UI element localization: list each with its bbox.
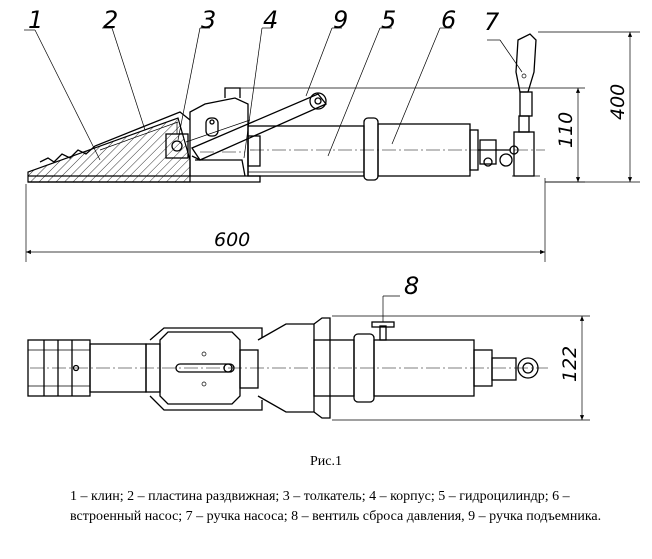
dimension-height-body-text: 110	[555, 112, 577, 148]
top-view	[27, 295, 548, 419]
label-1: 1	[28, 6, 43, 34]
dimension-height-total-text: 400	[607, 84, 629, 120]
built-in-pump	[363, 117, 479, 181]
dimension-width: 122	[332, 315, 590, 421]
label-7: 7	[484, 8, 500, 36]
dimension-height-total: 400	[538, 31, 640, 183]
dimension-length: 600	[25, 178, 546, 262]
leader-lines	[24, 27, 523, 161]
label-3: 3	[201, 6, 216, 34]
sliding-plate	[39, 111, 191, 163]
figure-caption: Рис.1	[310, 454, 342, 469]
label-9: 9	[333, 6, 348, 34]
label-4: 4	[263, 6, 278, 34]
label-6: 6	[441, 6, 456, 34]
dimension-width-text: 122	[559, 346, 581, 382]
part-labels: 1 2 3 4 9 5 6 7 8	[28, 6, 500, 300]
lift-handle	[185, 92, 328, 161]
dimension-height-body: 110	[240, 87, 585, 183]
pump-handle	[478, 33, 540, 177]
side-view	[27, 33, 545, 183]
pusher	[165, 122, 189, 159]
base-plate	[28, 175, 261, 183]
label-2: 2	[103, 6, 118, 34]
label-8: 8	[404, 272, 419, 300]
technical-drawing: 1 2 3 4 9 5 6 7 8 600 400 110	[24, 6, 640, 421]
body	[189, 87, 249, 177]
label-5: 5	[381, 6, 396, 34]
hydraulic-cylinder	[247, 125, 365, 177]
figure-legend: 1 – клин; 2 – пластина раздвижная; 3 – т…	[70, 489, 602, 524]
dimension-length-text: 600	[214, 229, 250, 251]
